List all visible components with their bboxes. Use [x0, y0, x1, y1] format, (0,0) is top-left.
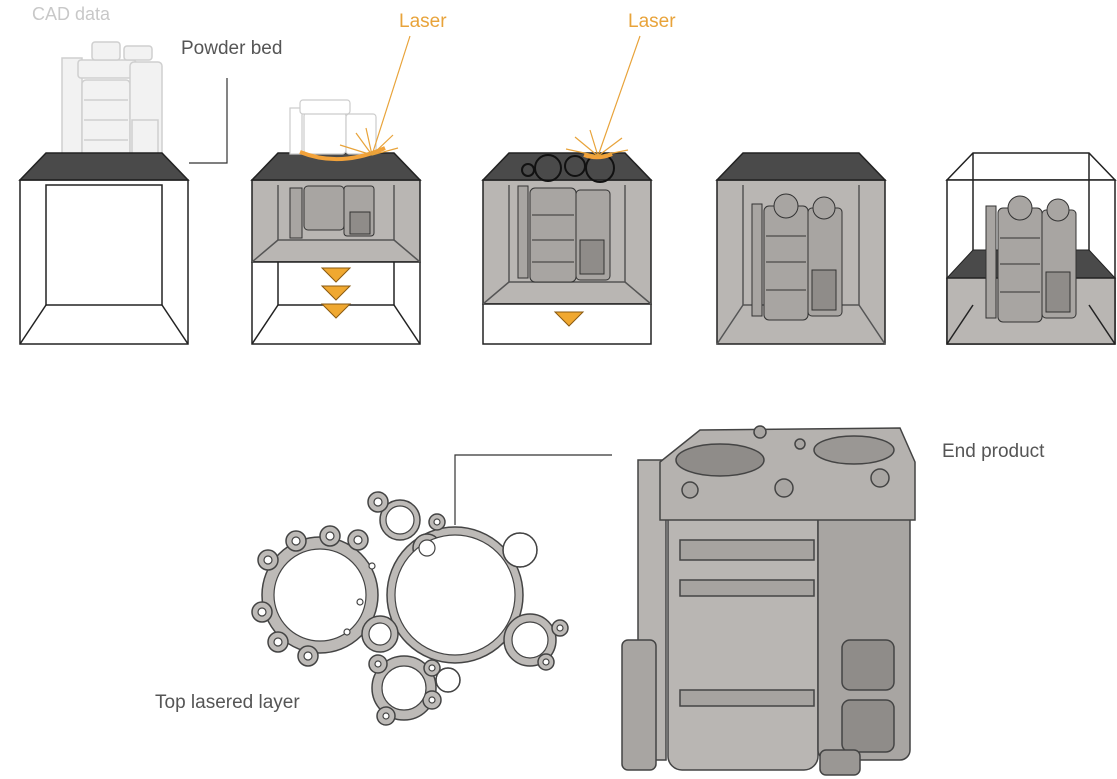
stage-2-part-in-powder: [289, 185, 375, 239]
stage-3-laser-rays: [565, 35, 641, 157]
laser-label-1: Laser: [399, 11, 447, 32]
stage-3-laser-glow: [583, 152, 613, 160]
end-product-label: End product: [942, 441, 1045, 462]
powder-bed-leader-line: [189, 78, 228, 164]
stage-2-down-arrows: [320, 267, 352, 319]
stage-5-floor-lines: [946, 304, 1116, 345]
stage-1-cad-model: [61, 41, 163, 169]
stage-1-powder-top: [18, 152, 190, 181]
small-ring: [435, 667, 461, 693]
stage-5-part: [985, 195, 1077, 323]
end-product-part: [621, 425, 916, 776]
stage-3-top-layer-outline: [521, 153, 615, 183]
stage-3-part: [517, 185, 611, 283]
stage-1-chamber: [18, 152, 190, 345]
cad-data-label: CAD data: [32, 4, 111, 24]
stage-2-part-above-powder: [289, 99, 377, 155]
end-product-leader-line: [454, 454, 612, 525]
down-arrow: [320, 267, 352, 283]
stage-3-down-arrow: [553, 311, 585, 327]
powder-bed-label: Powder bed: [181, 38, 283, 59]
stage-2-laser-rays: [339, 35, 411, 156]
top-lasered-layer-holes: [257, 497, 564, 720]
down-arrow: [320, 303, 352, 319]
down-arrow: [320, 285, 352, 301]
stage-4-part: [751, 193, 843, 321]
top-lasered-layer-label: Top lasered layer: [155, 692, 300, 713]
laser-label-2: Laser: [628, 11, 676, 32]
small-ring: [502, 532, 538, 568]
